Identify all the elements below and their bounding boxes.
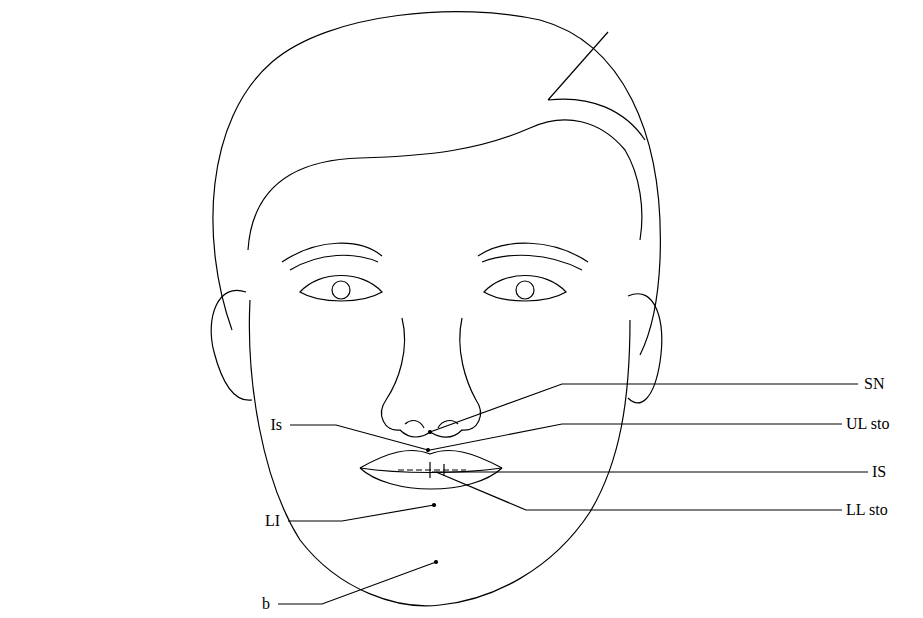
lower-lip: [360, 468, 502, 489]
left-eye: [300, 276, 382, 302]
left-eyebrow: [290, 255, 378, 270]
leader-line: [288, 505, 434, 521]
leader-line: [436, 472, 842, 510]
landmark-label: LI: [265, 513, 280, 529]
landmark-label: b: [262, 596, 270, 612]
right-eye: [484, 276, 566, 302]
nose-bridge: [460, 318, 476, 400]
nose-bridge: [386, 318, 405, 400]
landmark-label: SN: [864, 376, 884, 392]
leader-line: [290, 425, 428, 450]
hair-part: [548, 32, 645, 140]
hair-line: [248, 120, 642, 250]
right-eyebrow: [478, 243, 588, 262]
right-eyebrow: [482, 255, 582, 270]
leader-line: [278, 562, 436, 604]
left-iris: [332, 281, 350, 299]
head-outline: [213, 12, 660, 355]
face-outline: [249, 300, 630, 606]
stomion-mark: [398, 469, 466, 470]
leader-line: [430, 424, 842, 450]
leader-line: [432, 471, 868, 472]
right-ear: [628, 294, 662, 403]
left-eyebrow: [282, 243, 382, 262]
landmark-label: IS: [872, 464, 886, 480]
right-iris: [516, 281, 534, 299]
leader-line: [430, 384, 858, 432]
landmark-label: LL sto: [846, 502, 888, 518]
landmark-label: Is: [270, 417, 282, 433]
stomion-mark: [430, 462, 444, 478]
left-ear: [211, 290, 252, 400]
landmark-label: UL sto: [846, 416, 889, 432]
upper-lip: [360, 450, 502, 468]
